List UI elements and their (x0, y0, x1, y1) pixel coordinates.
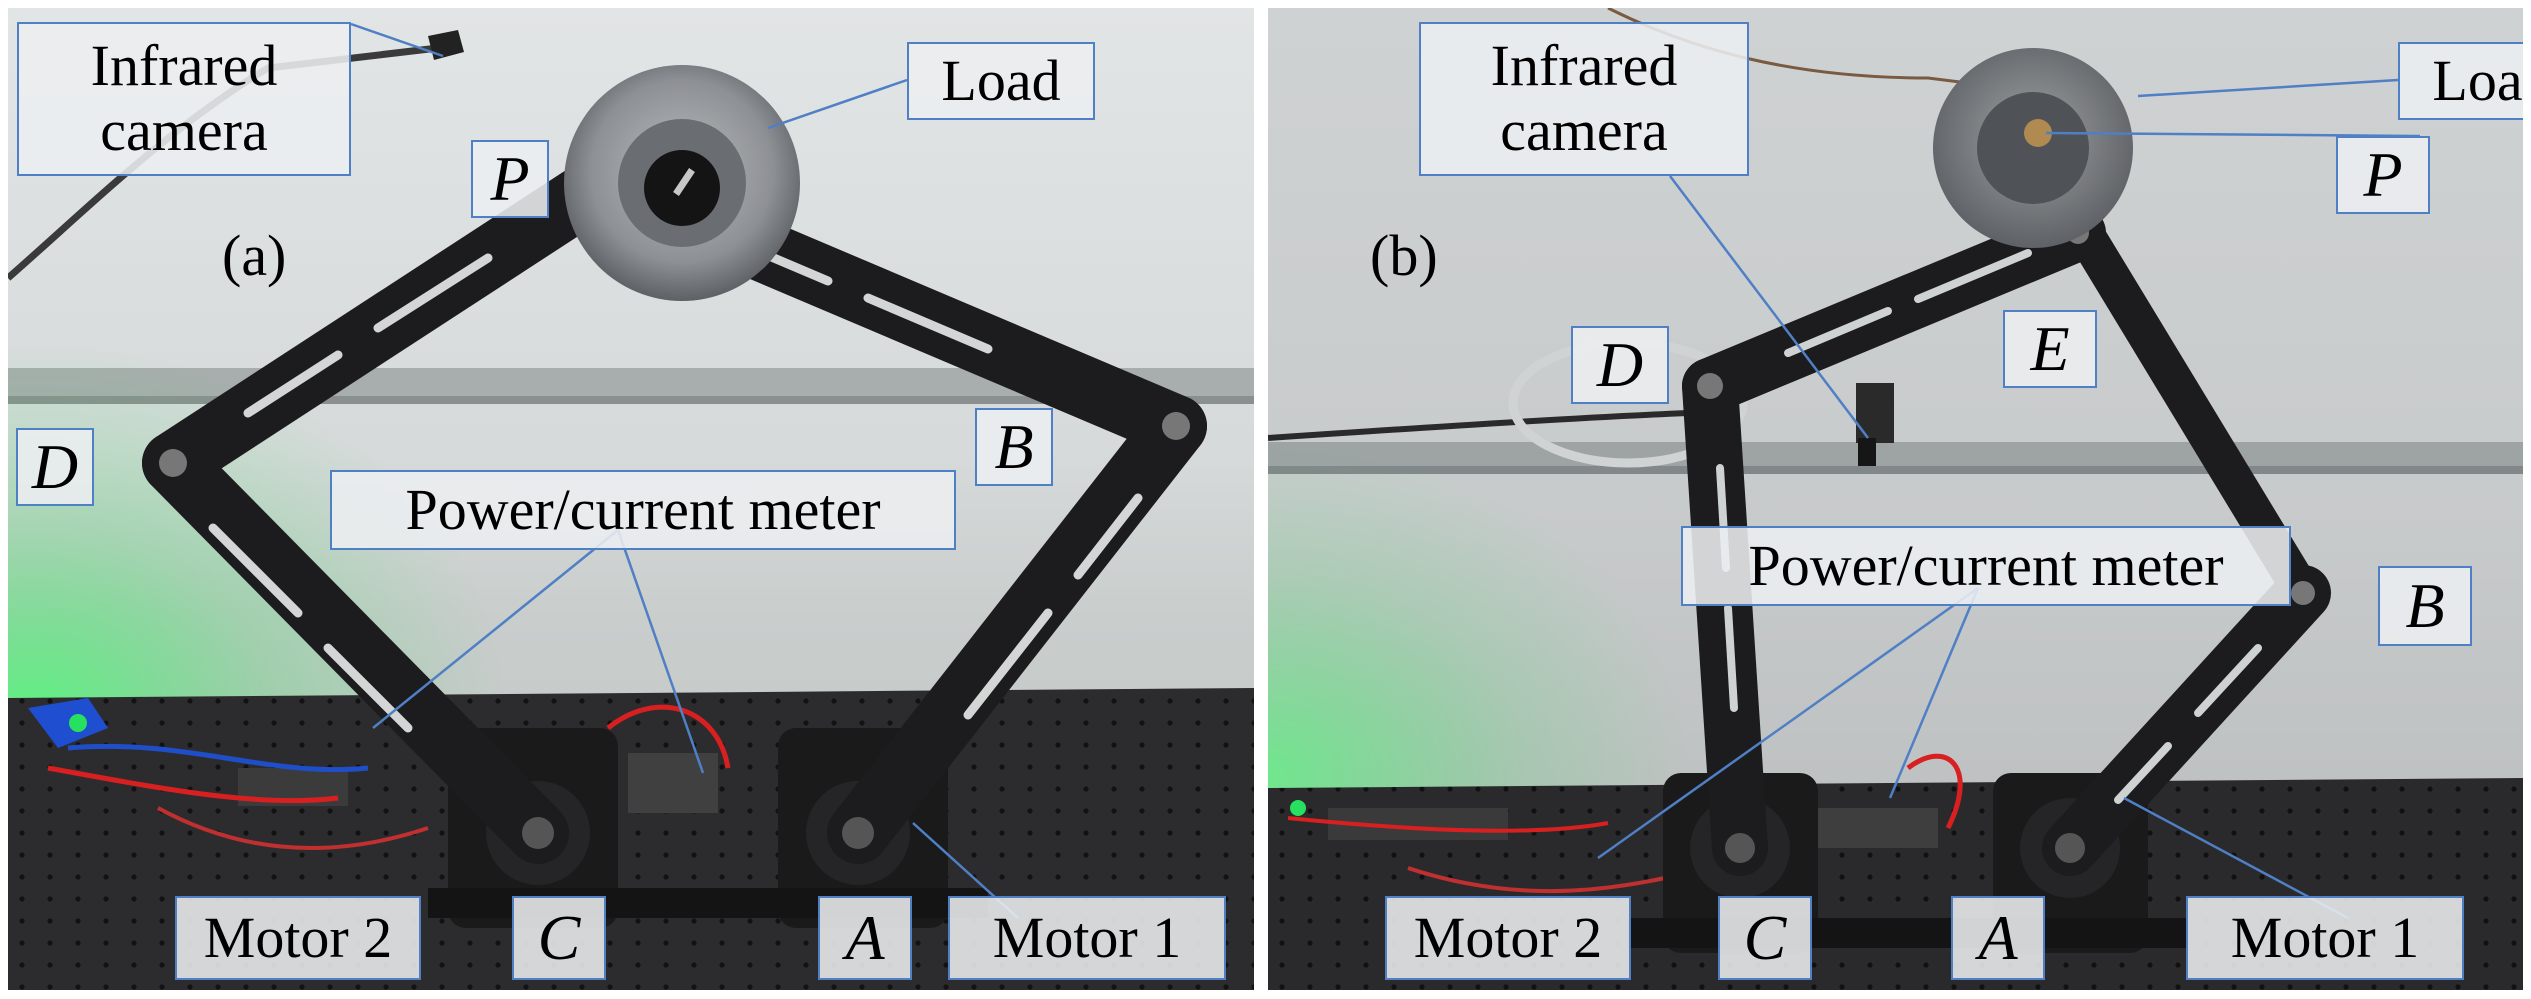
label-b: B (975, 408, 1053, 486)
label-motor-2: Motor 2 (1385, 896, 1631, 980)
label-c: C (512, 896, 606, 980)
label-c: C (1718, 896, 1812, 980)
label-motor-2: Motor 2 (175, 896, 421, 980)
panel-b: Infrared camera Load P (b) D E Power/cur… (1268, 8, 2523, 990)
label-a: A (1951, 896, 2045, 980)
label-e: E (2003, 310, 2097, 388)
panel-a: Infrared camera Load P (a) D B Power/cur… (8, 8, 1254, 990)
label-d: D (16, 428, 94, 506)
panel-tag: (b) (1370, 223, 1438, 288)
label-motor-1: Motor 1 (2186, 896, 2464, 980)
panel-tag: (a) (222, 223, 287, 288)
label-load: Load (907, 42, 1095, 120)
label-a: A (818, 896, 912, 980)
label-b: B (2378, 566, 2472, 646)
label-infrared-camera: Infrared camera (1419, 22, 1749, 176)
label-p: P (471, 140, 549, 218)
label-motor-1: Motor 1 (948, 896, 1226, 980)
label-infrared-camera: Infrared camera (17, 22, 351, 176)
label-power-current-meter: Power/current meter (330, 470, 956, 550)
label-p: P (2336, 136, 2430, 214)
label-load: Load (2398, 42, 2523, 120)
label-power-current-meter: Power/current meter (1681, 526, 2291, 606)
label-d: D (1571, 326, 1669, 404)
